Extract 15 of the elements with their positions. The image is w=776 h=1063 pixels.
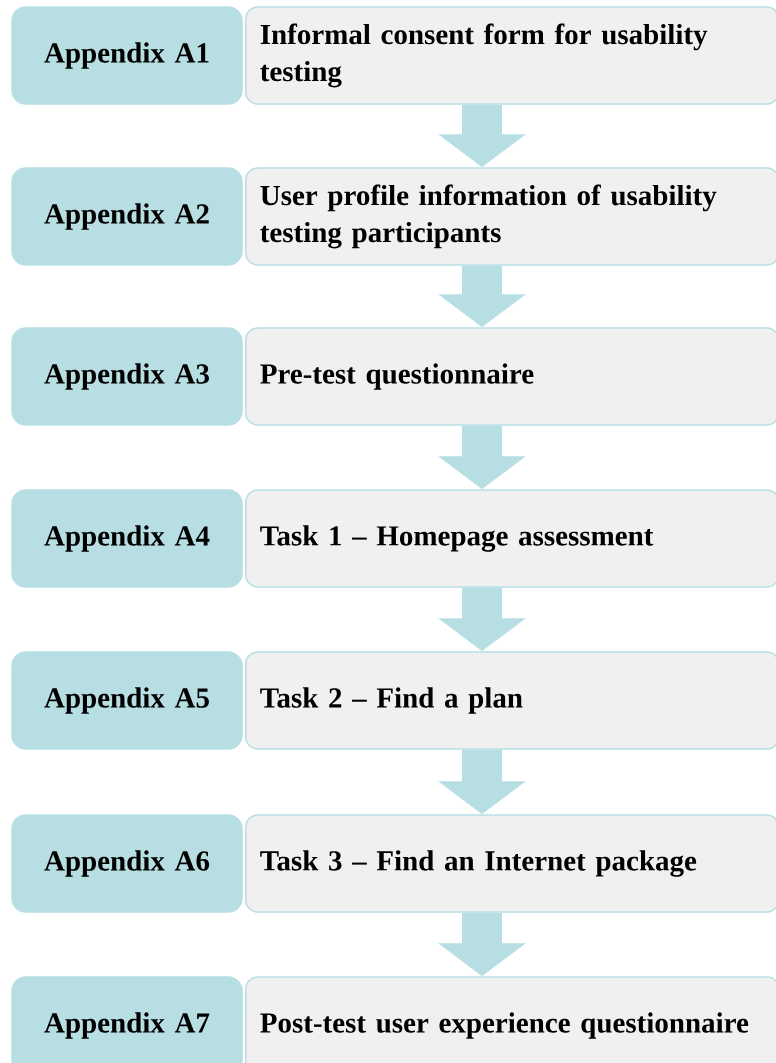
content-box: Task 3 – Find an Internet package bbox=[245, 814, 776, 913]
appendix-label-box: Appendix A5 bbox=[11, 651, 243, 750]
appendix-label-box: Appendix A1 bbox=[11, 6, 243, 105]
appendix-label-box: Appendix A7 bbox=[11, 976, 243, 1063]
content-box: Post-test user experience questionnaire bbox=[245, 976, 776, 1063]
content-box: Informal consent form for usability testing bbox=[245, 6, 776, 105]
content-box: Task 2 – Find a plan bbox=[245, 651, 776, 750]
content-box: Pre-test questionnaire bbox=[245, 327, 776, 426]
node-label: Appendix A7 bbox=[44, 1012, 210, 1039]
appendix-label-box: Appendix A2 bbox=[11, 167, 243, 266]
content-box: User profile information of usability testing participants bbox=[245, 167, 776, 266]
appendix-label-box: Appendix A6 bbox=[11, 814, 243, 913]
content-box: Task 1 – Homepage assessment bbox=[245, 489, 776, 588]
appendix-label-box: Appendix A4 bbox=[11, 489, 243, 588]
appendix-label-box: Appendix A3 bbox=[11, 327, 243, 426]
